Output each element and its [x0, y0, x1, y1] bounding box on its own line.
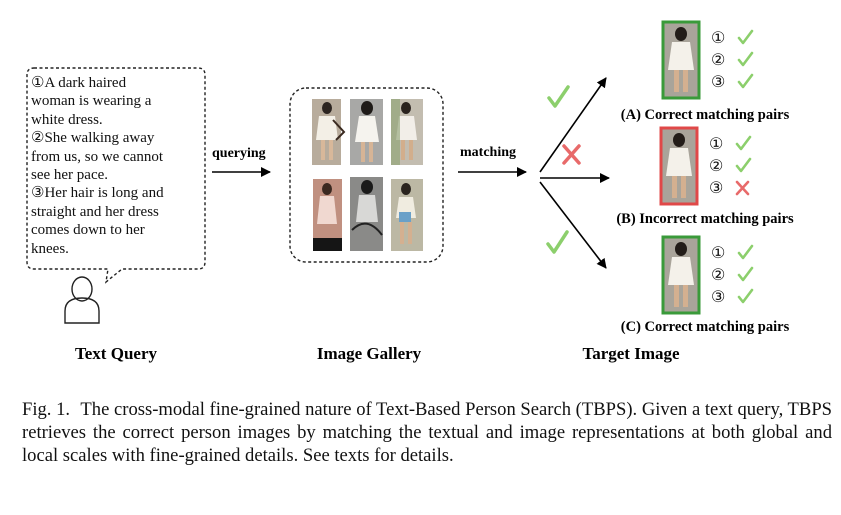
target-group: ① ② ③ (A) Correct matching pairs [621, 20, 790, 123]
matching-label: matching [460, 145, 516, 160]
query-line: comes down to her [31, 222, 145, 239]
part-number: ③ [711, 289, 725, 306]
target-group-caption: (A) Correct matching pairs [621, 107, 790, 123]
gallery-image-2 [350, 99, 383, 165]
target-group-caption: (B) Incorrect matching pairs [616, 211, 794, 227]
speech-bubble [26, 67, 206, 284]
figure-diagram: querying [26, 20, 794, 363]
target-images: ① ② ③ (A) Correct matching pairs ① ② ③ (B) Inco… [616, 20, 794, 335]
part-number: ② [709, 158, 723, 175]
query-line: ③Her hair is long and [31, 185, 164, 202]
caption-text: The cross-modal fine-grained nature of T… [22, 399, 832, 466]
cross-icon [735, 180, 750, 196]
querying-arrow: querying [212, 146, 271, 177]
branch-check-icon-c [546, 230, 569, 254]
target-person-image [661, 20, 701, 100]
query-line: from us, so we cannot [31, 148, 164, 165]
gallery-image-6 [391, 179, 423, 251]
match-mark-row: ③ [709, 180, 750, 197]
check-icon [737, 266, 754, 282]
part-number: ① [711, 30, 725, 47]
target-person-image [661, 235, 701, 315]
match-mark-row: ① [711, 244, 754, 262]
part-number: ① [711, 245, 725, 262]
user-icon [64, 276, 100, 324]
match-mark-row: ② [711, 266, 754, 284]
querying-label: querying [212, 146, 266, 161]
text-query-label: Text Query [75, 344, 158, 363]
query-line: ①A dark haired [31, 75, 127, 91]
part-number: ② [711, 52, 725, 69]
gallery-image-3 [391, 99, 423, 165]
query-line: see her pace. [31, 167, 109, 184]
match-mark-row: ① [711, 29, 754, 47]
check-icon [737, 29, 754, 45]
part-number: ② [711, 267, 725, 284]
matching-arrow: matching [458, 145, 527, 177]
match-mark-row: ③ [711, 73, 754, 91]
target-group-caption: (C) Correct matching pairs [621, 319, 790, 335]
match-mark-row: ③ [711, 288, 754, 306]
check-icon [735, 135, 752, 151]
part-number: ③ [711, 74, 725, 91]
part-number: ① [709, 136, 723, 153]
part-number: ③ [709, 180, 723, 197]
image-gallery [289, 87, 444, 263]
gallery-image-1 [312, 99, 346, 165]
check-icon [737, 244, 754, 260]
target-person-image [659, 126, 699, 206]
match-mark-row: ② [709, 157, 752, 175]
branch-check-icon-a [547, 85, 570, 108]
gallery-image-5 [350, 177, 383, 251]
query-line: straight and her dress [31, 203, 159, 220]
figure-caption: Fig. 1. The cross-modal fine-grained nat… [22, 398, 832, 467]
caption-label: Fig. 1. [22, 399, 71, 420]
image-gallery-label: Image Gallery [317, 344, 422, 363]
branch-cross-icon-b [562, 144, 581, 165]
check-icon [737, 73, 754, 89]
gallery-image-4 [313, 179, 342, 251]
query-line: ②She walking away [31, 130, 155, 147]
check-icon [737, 51, 754, 67]
target-group: ① ② ③ (B) Incorrect matching pairs [616, 126, 794, 227]
check-icon [737, 288, 754, 304]
check-icon [735, 157, 752, 173]
match-mark-row: ② [711, 51, 754, 69]
match-mark-row: ① [709, 135, 752, 153]
query-line: white dress. [31, 111, 103, 128]
target-group: ① ② ③ (C) Correct matching pairs [621, 235, 790, 335]
target-image-label: Target Image [582, 344, 680, 363]
branch-arrows [539, 77, 610, 269]
figure: querying [26, 20, 794, 363]
query-line: knees. [31, 240, 69, 257]
query-line: woman is wearing a [31, 93, 152, 110]
